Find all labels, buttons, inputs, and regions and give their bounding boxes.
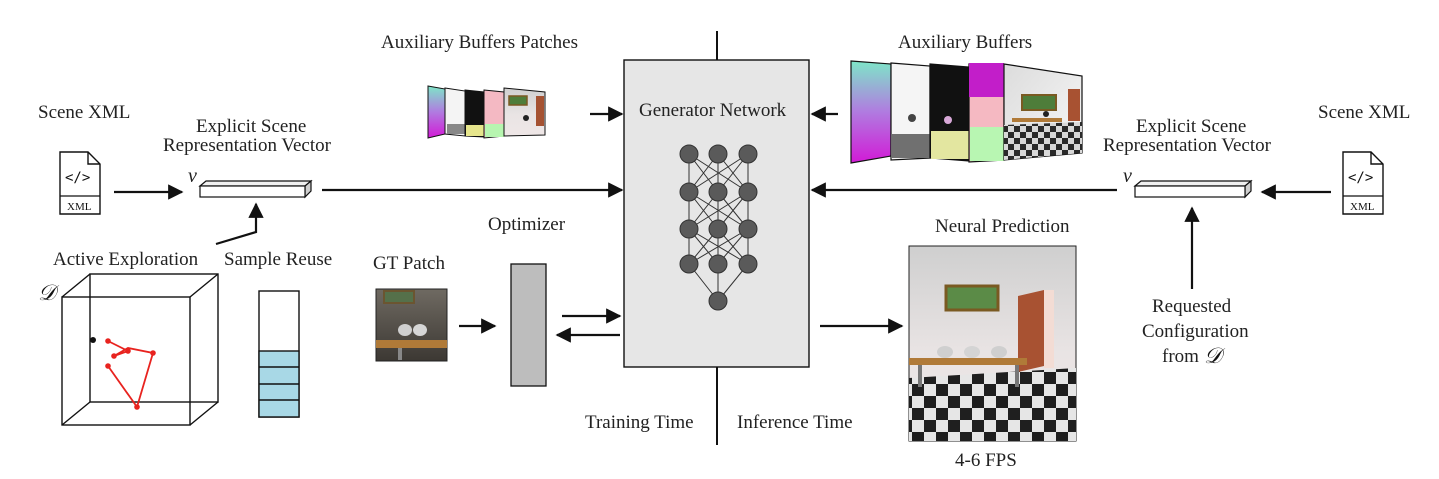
- training-time-label: Training Time: [585, 412, 694, 433]
- aux-buffers-label: Auxiliary Buffers: [898, 32, 1032, 53]
- xml-file-icon: </> XML: [59, 151, 101, 215]
- aux-patches-stack: [427, 85, 546, 139]
- xml-code-glyph-right: </>: [1348, 170, 1373, 186]
- network-neuron: [738, 182, 758, 202]
- dataset-symbol: 𝒟: [38, 281, 60, 306]
- xml-code-glyph: </>: [65, 170, 90, 186]
- active-exploration-label: Active Exploration: [53, 249, 199, 270]
- scene-xml-right-label: Scene XML: [1318, 102, 1410, 123]
- explicit-right-line2: Representation Vector: [1103, 135, 1272, 156]
- network-neuron: [738, 254, 758, 274]
- requested-line1: Requested: [1152, 296, 1232, 317]
- scene-xml-left-label: Scene XML: [38, 102, 130, 123]
- neural-network-icon: [679, 144, 758, 311]
- v-right-label: v: [1123, 165, 1132, 187]
- network-neuron: [708, 219, 728, 239]
- network-neuron: [738, 144, 758, 164]
- network-neuron: [679, 182, 699, 202]
- neural-prediction-image: [908, 245, 1077, 442]
- v-left-label: v: [188, 165, 197, 187]
- xml-file-icon-right: </> XML: [1342, 151, 1384, 215]
- explicit-vector-left: [198, 179, 313, 199]
- network-neuron: [708, 144, 728, 164]
- gt-patch-image: [375, 288, 448, 362]
- network-neuron: [708, 182, 728, 202]
- explicit-left-line2: Representation Vector: [163, 135, 332, 156]
- network-neuron: [708, 291, 728, 311]
- explicit-vector-right: [1133, 179, 1253, 199]
- sample-buffer-icon: [258, 290, 300, 418]
- requested-line3: from: [1162, 346, 1199, 367]
- requested-dataset-symbol: 𝒟: [1204, 344, 1226, 369]
- network-neuron: [679, 144, 699, 164]
- fps-label: 4-6 FPS: [955, 450, 1017, 471]
- optimizer-block: [510, 263, 547, 387]
- sample-reuse-label: Sample Reuse: [224, 249, 332, 270]
- search-cube-icon: [61, 273, 219, 426]
- generator-network-box: [623, 59, 810, 368]
- aux-buffers-stack: [850, 60, 1083, 164]
- xml-file-tag-right: XML: [1350, 201, 1375, 213]
- arrow-exploration-to-vector: [215, 202, 264, 246]
- explicit-left-line1: Explicit Scene: [196, 116, 306, 137]
- network-neuron: [679, 219, 699, 239]
- gt-patch-label: GT Patch: [373, 253, 445, 274]
- optimizer-label: Optimizer: [488, 214, 566, 235]
- network-neuron: [738, 219, 758, 239]
- inference-time-label: Inference Time: [737, 412, 853, 433]
- explicit-right-line1: Explicit Scene: [1136, 116, 1246, 137]
- neural-prediction-label: Neural Prediction: [935, 216, 1070, 237]
- requested-line2: Configuration: [1142, 321, 1249, 342]
- aux-patches-label: Auxiliary Buffers Patches: [381, 32, 578, 53]
- network-neuron: [679, 254, 699, 274]
- exploration-start-point: [90, 337, 96, 343]
- network-neuron: [708, 254, 728, 274]
- generator-network-label: Generator Network: [639, 100, 787, 121]
- xml-file-tag-left: XML: [67, 201, 92, 213]
